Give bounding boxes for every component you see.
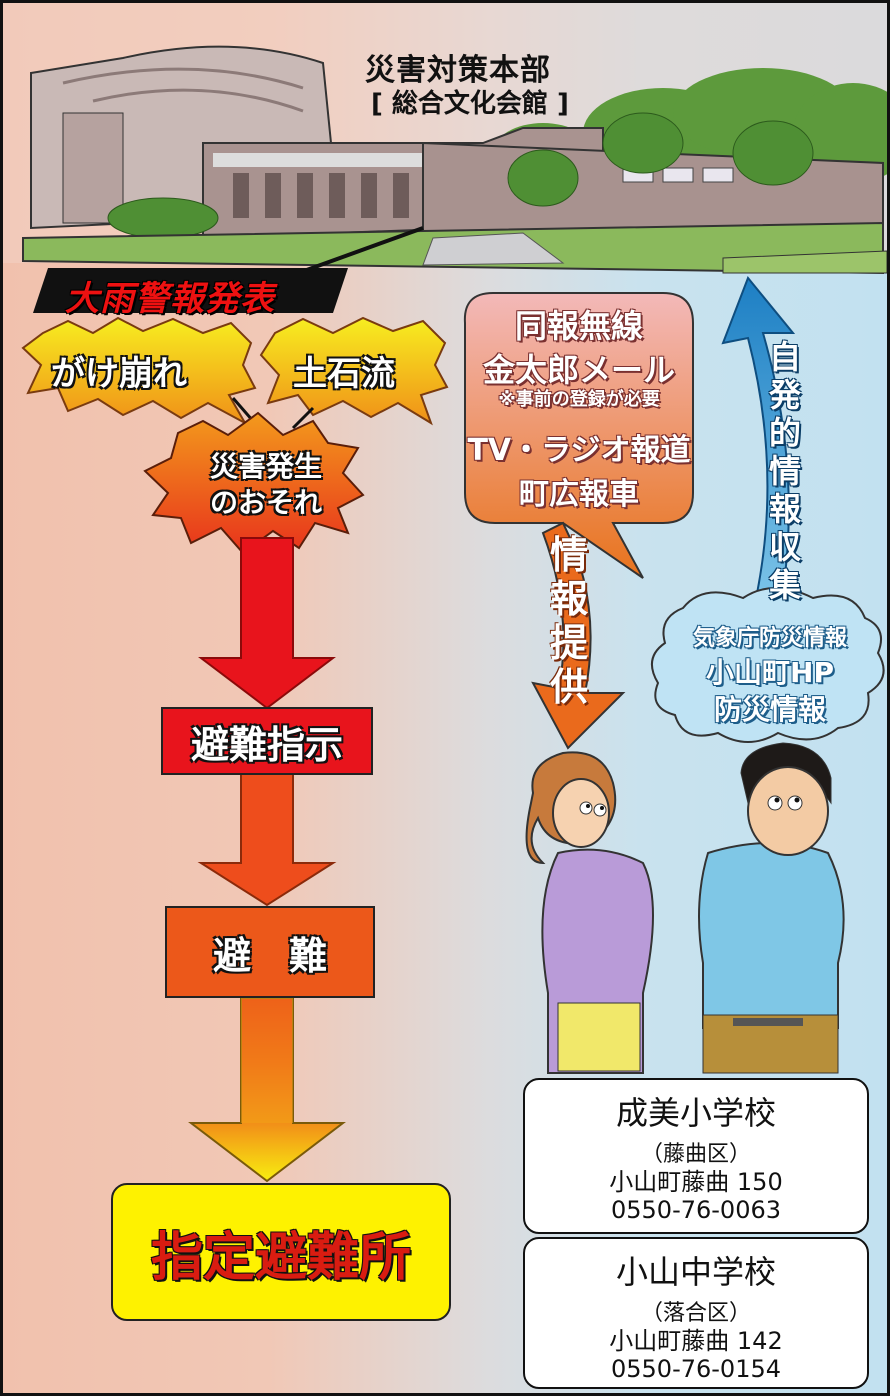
self-collection-arrow — [721, 276, 796, 604]
flow-arrow-2 — [197, 772, 337, 907]
woman-figure — [525, 751, 654, 1074]
info-channel-tv-radio: TV・ラジオ報道 — [467, 433, 691, 468]
info-channel-note: ※事前の登録が必要 — [498, 389, 660, 410]
risk-text: 災害発生 のおそれ — [191, 449, 341, 521]
hazard-burst-debris-flow — [259, 316, 449, 426]
shelter-phone: 0550-76-0063 — [610, 1196, 781, 1224]
risk-burst — [143, 411, 365, 555]
shelter-card-2: 小山中学校 （落合区） 小山町藤曲 142 0550-76-0154 — [523, 1237, 869, 1389]
info-provision-arrow — [531, 521, 626, 750]
info-channel-radio: 同報無線 — [514, 307, 643, 345]
web-source-disaster-info: 防災情報 — [713, 693, 826, 726]
shelter-card-1: 成美小学校 （藤曲区） 小山町藤曲 150 0550-76-0063 — [523, 1078, 869, 1234]
hazard-debris-flow: 土石流 — [293, 354, 395, 394]
web-source-town-hp: 小山町HP — [706, 656, 834, 689]
hazard-burst-landslide — [21, 316, 257, 426]
hazard-landslide: がけ崩れ — [51, 354, 187, 394]
alert-banner-bg — [33, 268, 348, 313]
shelter-phone: 0550-76-0154 — [610, 1355, 781, 1383]
risk-line-2: のおそれ — [209, 486, 322, 519]
shelter-address: 小山町藤曲 142 — [609, 1327, 783, 1355]
heavy-rain-alert: 大雨警報発表 — [65, 279, 275, 319]
risk-line-1: 災害発生 — [209, 450, 322, 483]
headquarters-building — [3, 3, 887, 275]
flow-arrow-1 — [198, 537, 336, 710]
evacuation-step: 避 難 — [165, 906, 375, 998]
info-channel-pr-car: 町広報車 — [519, 477, 639, 512]
web-sources-cloud — [650, 587, 885, 743]
man-figure — [698, 742, 845, 1074]
illustration-layer — [3, 3, 887, 1183]
headquarters-subtitle: [ 総合文化会館 ] — [371, 89, 569, 119]
shelter-district: （藤曲区） — [640, 1142, 751, 1167]
info-channels-bubble — [463, 292, 694, 579]
shelter-name: 成美小学校 — [615, 1094, 776, 1132]
web-source-jma: 気象庁防災情報 — [692, 626, 847, 651]
info-provision-label: 情報提供 — [549, 533, 588, 709]
shelter-district: （落合区） — [640, 1301, 751, 1326]
info-channel-mail: 金太郎メール — [482, 351, 675, 389]
headquarters-title: 災害対策本部 — [365, 53, 551, 88]
shelter-name: 小山中学校 — [615, 1253, 776, 1291]
self-collection-label: 自発的情報収集 — [768, 338, 801, 604]
shelter-address: 小山町藤曲 150 — [609, 1168, 783, 1196]
evacuation-order-step: 避難指示 — [161, 707, 373, 775]
designated-shelter-step: 指定避難所 — [111, 1183, 451, 1321]
